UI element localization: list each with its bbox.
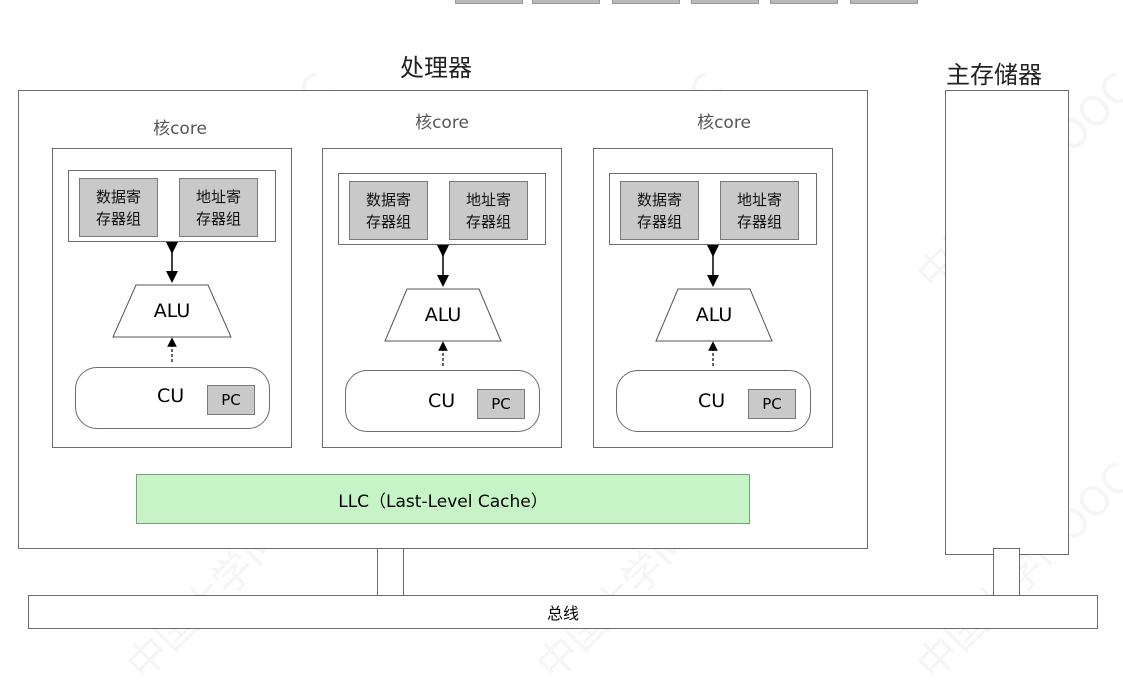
alu-label: ALU [424,304,462,326]
program-counter: PC [207,385,255,415]
processor-bus-connector [377,548,404,596]
memory-bus-connector [993,548,1020,596]
memory-box [945,90,1069,555]
toolbar-button[interactable] [612,0,680,4]
toolbar-button[interactable] [691,0,759,4]
diagram-shapes [112,242,773,366]
toolbar-button[interactable] [455,0,523,4]
last-level-cache: LLC（Last-Level Cache） [136,474,750,524]
processor-title: 处理器 [400,54,472,82]
alu-shape [112,284,232,338]
toolbar-button[interactable] [850,0,918,4]
program-counter: PC [477,389,525,419]
data-register-group: 数据寄 存器组 [620,181,699,240]
memory-title: 主存储器 [946,61,1042,89]
core-label: 核core [415,113,469,133]
toolbar-button[interactable] [770,0,838,4]
address-register-group: 地址寄 存器组 [720,181,799,240]
system-bus: 总线 [28,595,1098,629]
cu-label: CU [698,390,726,412]
data-register-group: 数据寄 存器组 [349,181,428,240]
core-label: 核core [153,119,207,139]
data-register-group: 数据寄 存器组 [79,178,158,237]
cu-label: CU [428,390,456,412]
cu-label: CU [157,385,185,407]
alu-label: ALU [153,300,191,322]
address-register-group: 地址寄 存器组 [449,181,528,240]
alu-shape [384,288,502,342]
toolbar-button[interactable] [532,0,600,4]
alu-shape [655,288,773,342]
address-register-group: 地址寄 存器组 [179,178,258,237]
alu-label: ALU [695,304,733,326]
core-label: 核core [697,113,751,133]
program-counter: PC [748,389,796,419]
